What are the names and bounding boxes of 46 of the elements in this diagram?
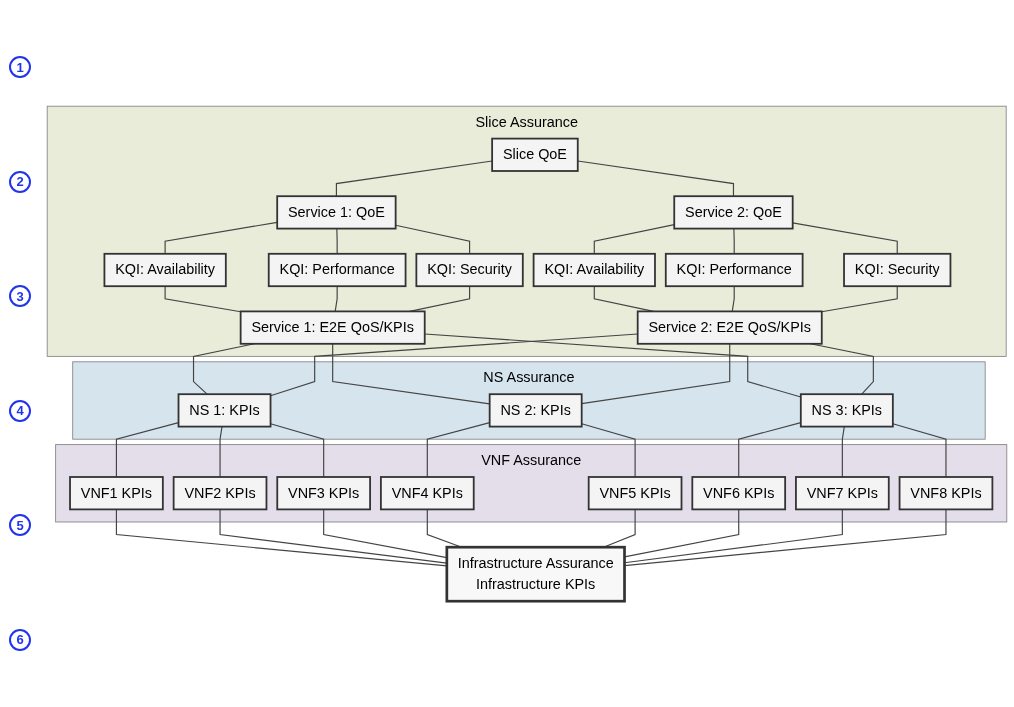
node-box: KQI: Security: [415, 252, 524, 287]
connector: [334, 285, 338, 312]
node-box: KQI: Performance: [664, 252, 804, 287]
node-box: KQI: Availability: [103, 252, 227, 287]
node-box: Service 1: QoE: [276, 195, 397, 230]
node-box: Slice QoE: [491, 137, 579, 172]
connector: [395, 224, 471, 255]
connector: [731, 285, 735, 312]
connector: [733, 227, 735, 255]
callout-number: 6: [9, 628, 31, 651]
node-box: VNF7 KPIs: [795, 475, 890, 511]
node-box: VNF8 KPIs: [898, 475, 994, 511]
node-box: VNF1 KPIs: [69, 475, 164, 511]
connector: [581, 422, 636, 478]
callout-number: 4: [9, 399, 31, 422]
connector: [841, 425, 845, 478]
connector: [335, 160, 493, 197]
node-box: KQI: Performance: [267, 252, 407, 287]
connector: [892, 422, 947, 478]
connector: [219, 425, 223, 478]
node-box: VNF3 KPIs: [276, 475, 371, 511]
callout-number: 3: [9, 285, 31, 308]
connector: [821, 285, 898, 313]
node-box: NS 1: KPIs: [177, 393, 272, 428]
node-box: Service 2: E2E QoS/KPIs: [636, 310, 823, 345]
node-box: KQI: Security: [843, 252, 952, 287]
node-box: Infrastructure Assurance Infrastructure KPIs: [445, 545, 626, 603]
connector: [164, 221, 278, 255]
callout-number: 1: [9, 56, 31, 79]
connector: [164, 285, 242, 313]
connector: [792, 222, 898, 255]
node-box: VNF6 KPIs: [691, 475, 787, 511]
connector: [581, 343, 731, 404]
node-box: NS 3: KPIs: [799, 393, 894, 428]
node-box: Service 2: QoE: [673, 195, 794, 230]
node-box: NS 2: KPIs: [488, 393, 583, 428]
callout-number: 5: [9, 514, 31, 537]
connector: [336, 227, 338, 255]
node-box: VNF2 KPIs: [172, 475, 268, 511]
node-box: VNF4 KPIs: [380, 475, 475, 511]
node-box: Service 1: E2E QoS/KPIs: [239, 310, 426, 345]
connector: [593, 223, 675, 255]
node-box: KQI: Availability: [532, 252, 656, 287]
node-box: VNF5 KPIs: [587, 475, 683, 511]
callout-number: 2: [9, 170, 31, 193]
connector: [577, 160, 735, 197]
